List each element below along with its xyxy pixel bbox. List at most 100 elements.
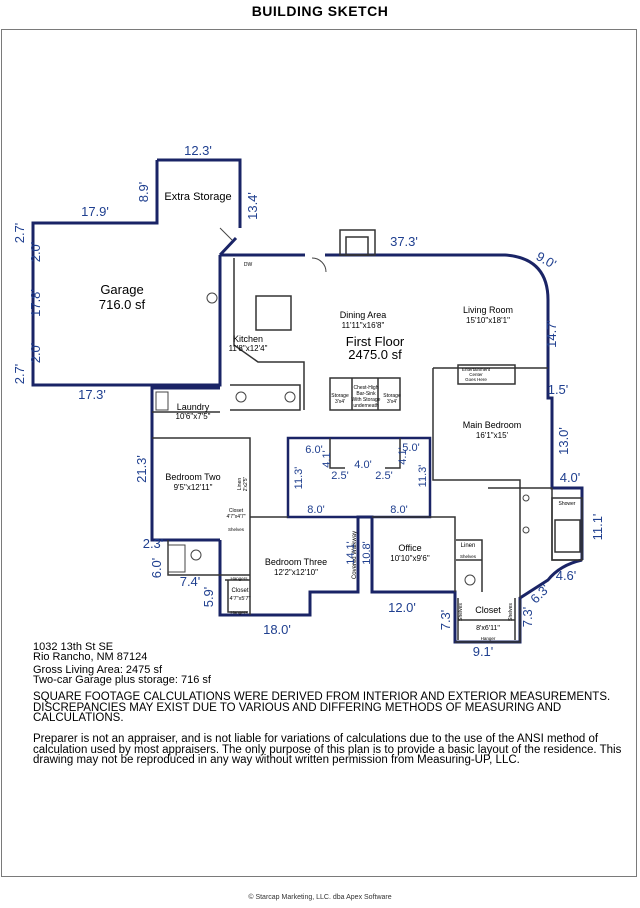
interior-walls [152, 229, 583, 643]
dim-5-9: 5.9' [201, 587, 216, 608]
label-main-bedroom: Main Bedroom [463, 420, 522, 430]
dim-12-3: 12.3' [184, 143, 212, 158]
dim-37-3: 37.3' [390, 234, 418, 249]
garage-area: Two-car Garage plus storage: 716 sf [33, 674, 211, 686]
label-office: Office [398, 543, 421, 553]
door-swing [311, 257, 327, 273]
label-closet-small: Closet [229, 508, 244, 514]
label-linen: Linen [461, 543, 476, 549]
address-line-2: Rio Rancho, NM 87124 [33, 651, 148, 663]
washer-icon [155, 391, 169, 411]
label-dining-dims: 11'11"x16'8" [342, 321, 385, 330]
label-bedroom-two: Bedroom Two [165, 472, 220, 482]
sink-icon-3 [522, 494, 530, 502]
label-shelves-linen: Shelves [460, 554, 477, 559]
dim-11-3a: 11.3' [293, 467, 305, 490]
label-closet-main: Closet [475, 605, 501, 615]
label-shelves-closet-r: Shelves [508, 603, 514, 621]
address-line-1: 1032 13th St SE [33, 641, 114, 653]
label-shower: Shower [559, 501, 576, 507]
label-kitchen: Kitchen [233, 334, 263, 344]
dim-8-0b: 8.0' [390, 504, 407, 516]
door-swing-2 [219, 227, 233, 241]
dim-6-3: 6.3' [527, 581, 552, 606]
dim-17-9: 17.9' [81, 204, 109, 219]
dim-2-5b: 2.5' [375, 470, 392, 482]
dim-2-5a: 2.5' [331, 470, 348, 482]
footer-credit: © Starcap Marketing, LLC. dba Apex Softw… [248, 894, 392, 901]
dim-7-3b: 7.3' [520, 607, 535, 628]
dim-10-8: 10.8' [361, 541, 373, 565]
label-dw: DW [244, 262, 253, 268]
label-dining: Dining Area [340, 310, 387, 320]
dim-11-3b: 11.3' [417, 465, 429, 488]
label-living: Living Room [463, 305, 513, 315]
label-garage-area: 716.0 sf [99, 297, 146, 312]
disclaimer-note: Preparer is not an appraiser, and is not… [33, 733, 622, 766]
label-covered-walkway: Covered Walkway [352, 531, 358, 579]
dim-13-4: 13.4' [245, 192, 260, 220]
dim-2-7a: 2.7' [12, 223, 27, 244]
gross-living-area: Gross Living Area: 2475 sf [33, 664, 163, 676]
sink-icon-2 [284, 391, 296, 403]
dim-4-0b: 4.0' [354, 459, 371, 471]
dim-9-1: 9.1' [473, 644, 494, 659]
label-entertainment-2: Center [469, 372, 483, 377]
dim-2-7b: 2.7' [12, 364, 27, 385]
tub-icon [167, 544, 186, 573]
rotated-labels: Linen 2'x2'5" Covered Walkway Shelves Sh… [237, 477, 514, 621]
dim-13-0: 13.0' [556, 427, 571, 455]
fixtures [155, 227, 530, 586]
dim-4-1b: 4.1' [397, 447, 409, 464]
label-linen-small-dims: 2'x2'5" [243, 477, 249, 492]
dimension-labels-vertical: 8.9' 13.4' 2.7' 2.0' 17.8' 2.0' 2.7' 14.… [12, 182, 605, 631]
label-storage-left-dims: 3'x4' [335, 399, 345, 405]
drawing-frame [1, 29, 637, 877]
toilet-icon-2 [190, 549, 202, 561]
label-first-floor-area: 2475.0 sf [348, 347, 402, 362]
label-entertainment-3: Goes Here [465, 377, 487, 382]
label-hangers-1: Hangers [230, 576, 248, 581]
dim-6-0b: 6.0' [305, 444, 322, 456]
dim-8-9: 8.9' [136, 182, 151, 203]
label-extra-storage: Extra Storage [164, 191, 231, 203]
label-linen-small: Linen [237, 478, 243, 490]
label-closet-main-dims: 8'x6'11" [476, 625, 500, 632]
label-bedroom-three-dims: 12'2"x12'10" [274, 568, 318, 577]
label-bedroom-two-dims: 9'5"x12'11" [174, 483, 213, 492]
label-first-floor: First Floor [346, 334, 405, 349]
label-entertainment-1: Entertainment [462, 367, 491, 372]
label-laundry-dims: 10'6"x7'5" [176, 412, 211, 421]
dim-8-0a: 8.0' [307, 504, 324, 516]
dim-14-7: 14.7' [544, 320, 559, 348]
label-chest-high-3: With Storage [352, 397, 381, 403]
label-kitchen-dims: 11'8"x12'4" [229, 344, 268, 353]
caps-note: SQUARE FOOTAGE CALCULATIONS WERE DERIVED… [33, 691, 611, 724]
dim-5-0: 5.0' [402, 442, 419, 454]
dim-7-3a: 7.3' [438, 610, 453, 631]
label-living-dims: 15'10"x18'1" [466, 316, 510, 325]
label-garage: Garage [100, 282, 143, 297]
sink-icon-4 [522, 526, 530, 534]
label-laundry: Laundry [177, 402, 210, 412]
room-labels: Extra Storage Garage 716.0 sf Dining Are… [99, 191, 576, 641]
label-closet-small-dims: 4'7"x4'7" [226, 514, 245, 520]
label-chest-high-2: Bar-Sink [356, 391, 376, 397]
toilet-icon [235, 391, 247, 403]
dim-2-0a: 2.0' [28, 242, 43, 263]
dim-2-0b: 2.0' [28, 343, 43, 364]
dim-21-3: 21.3' [134, 455, 149, 483]
label-closet-b3: Closet [231, 588, 248, 594]
dim-11-1: 11.1' [590, 514, 605, 541]
dim-2-3: 2.3' [143, 536, 164, 551]
label-main-bedroom-dims: 16'1"x15' [476, 431, 509, 440]
label-hanger: Hanger [481, 636, 496, 641]
dim-12-0: 12.0' [388, 600, 416, 615]
dim-7-4: 7.4' [180, 574, 201, 589]
label-chest-high-4: underneath [353, 403, 379, 409]
label-storage-right-dims: 3'x4' [387, 399, 397, 405]
dim-4-1a: 4.1' [321, 450, 333, 467]
label-chest-high-1: Chest-High [353, 385, 378, 391]
label-closet-b3-dims: 4'7"x5'7" [230, 596, 251, 602]
